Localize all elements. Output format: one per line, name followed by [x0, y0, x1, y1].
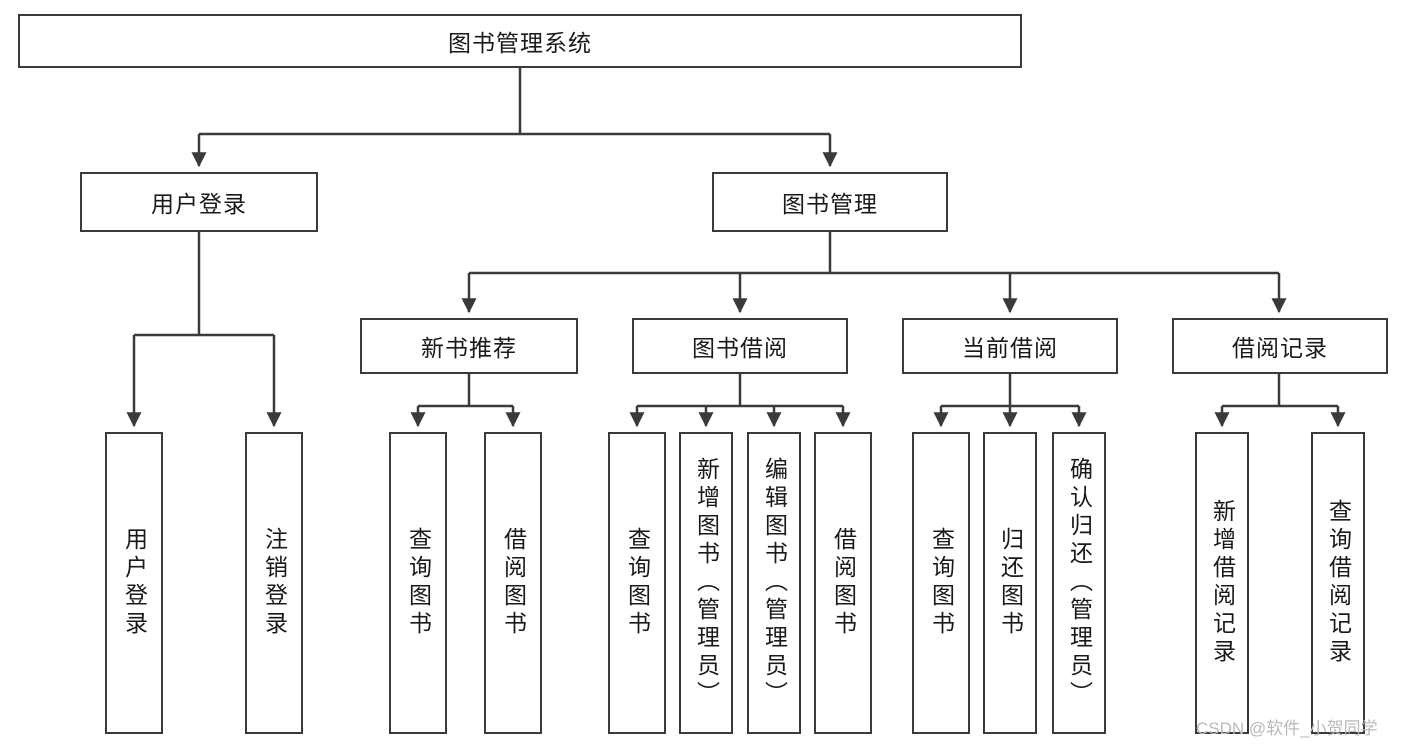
node-leaf-add-borrow-record-label: 新增借阅记录	[1209, 499, 1236, 667]
node-leaf-borrow-book-1[interactable]: 借阅图书	[484, 432, 542, 734]
node-leaf-return-book[interactable]: 归还图书	[983, 432, 1037, 734]
node-root-label: 图书管理系统	[448, 30, 592, 56]
node-current-borrow[interactable]: 当前借阅	[902, 318, 1118, 374]
node-leaf-query-book-2[interactable]: 查询图书	[608, 432, 666, 734]
node-leaf-edit-book-admin[interactable]: 编辑图书（管理员）	[747, 432, 801, 734]
node-leaf-query-borrow-record[interactable]: 查询借阅记录	[1311, 432, 1365, 734]
node-new-book-recommend[interactable]: 新书推荐	[360, 318, 578, 374]
node-user-login[interactable]: 用户登录	[80, 172, 318, 232]
node-leaf-confirm-return-admin[interactable]: 确认归还（管理员）	[1052, 432, 1106, 734]
node-leaf-query-book-3-label: 查询图书	[928, 527, 955, 639]
node-leaf-add-book-admin-label: 新增图书（管理员）	[693, 457, 720, 709]
node-leaf-query-book-2-label: 查询图书	[624, 527, 651, 639]
node-book-management-label: 图书管理	[782, 191, 878, 217]
node-leaf-user-login-label: 用户登录	[121, 527, 148, 639]
node-book-borrow[interactable]: 图书借阅	[632, 318, 848, 374]
node-leaf-add-book-admin[interactable]: 新增图书（管理员）	[679, 432, 733, 734]
node-leaf-return-book-label: 归还图书	[997, 527, 1024, 639]
node-leaf-borrow-book-1-label: 借阅图书	[500, 527, 527, 639]
csdn-watermark: CSDN @软件_小贺同学	[1196, 719, 1378, 738]
node-book-management[interactable]: 图书管理	[712, 172, 948, 232]
node-current-borrow-label: 当前借阅	[962, 335, 1058, 361]
node-leaf-query-borrow-record-label: 查询借阅记录	[1325, 499, 1352, 667]
node-user-login-label: 用户登录	[151, 191, 247, 217]
node-leaf-query-book-1-label: 查询图书	[405, 527, 432, 639]
node-leaf-edit-book-admin-label: 编辑图书（管理员）	[761, 457, 788, 709]
node-leaf-query-book-1[interactable]: 查询图书	[389, 432, 447, 734]
node-leaf-confirm-return-admin-label: 确认归还（管理员）	[1066, 457, 1093, 709]
node-leaf-borrow-book-2-label: 借阅图书	[830, 527, 857, 639]
node-book-borrow-label: 图书借阅	[692, 335, 788, 361]
node-borrow-record-label: 借阅记录	[1232, 335, 1328, 361]
node-new-book-recommend-label: 新书推荐	[421, 335, 517, 361]
node-leaf-logout-login[interactable]: 注销登录	[245, 432, 303, 734]
node-leaf-user-login[interactable]: 用户登录	[105, 432, 163, 734]
node-leaf-add-borrow-record[interactable]: 新增借阅记录	[1195, 432, 1249, 734]
node-leaf-borrow-book-2[interactable]: 借阅图书	[814, 432, 872, 734]
node-root[interactable]: 图书管理系统	[18, 14, 1022, 68]
node-leaf-logout-login-label: 注销登录	[261, 527, 288, 639]
node-leaf-query-book-3[interactable]: 查询图书	[912, 432, 970, 734]
node-borrow-record[interactable]: 借阅记录	[1172, 318, 1388, 374]
